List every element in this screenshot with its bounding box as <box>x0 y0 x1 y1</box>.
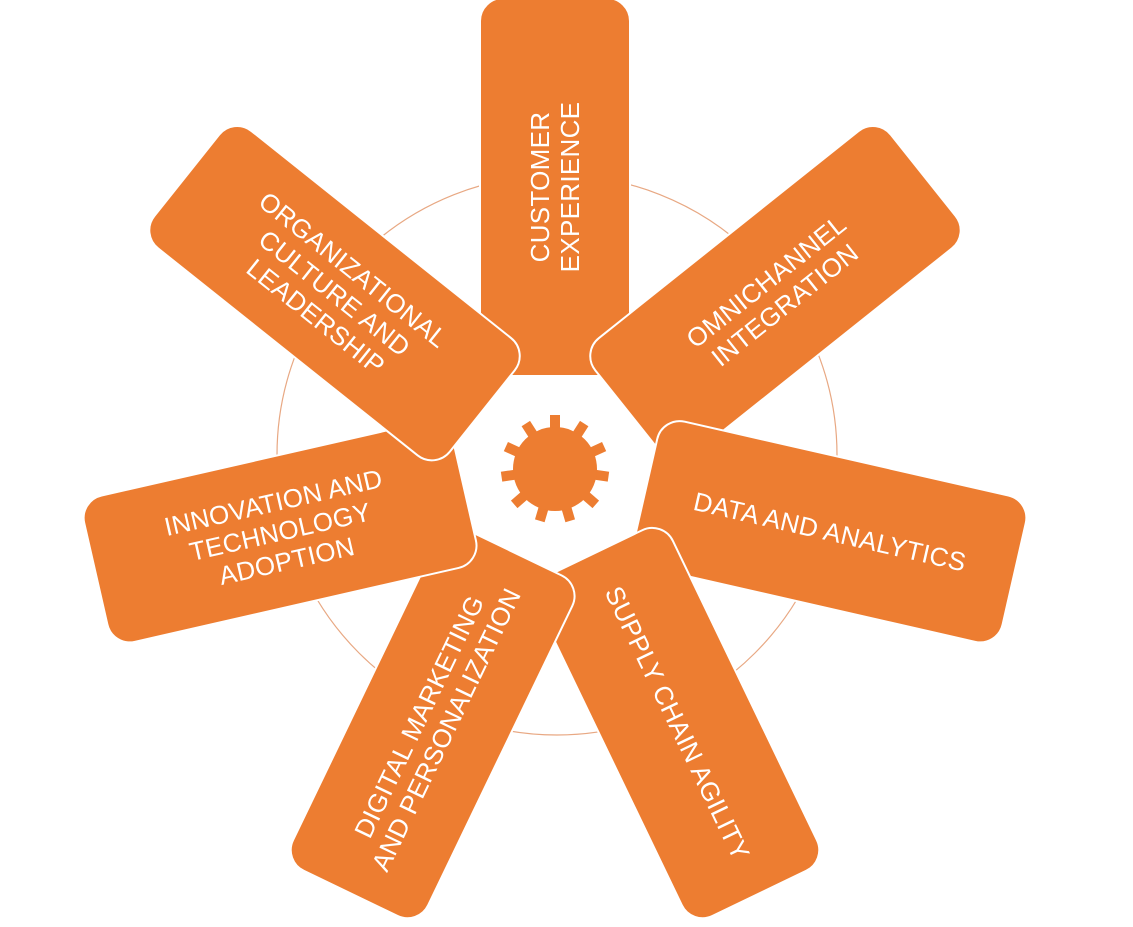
segment-customer-experience: CUSTOMER EXPERIENCE <box>479 0 631 377</box>
segment-label: CUSTOMER EXPERIENCE <box>525 101 585 273</box>
gear-tooth <box>550 415 560 435</box>
gear-icon <box>500 415 610 523</box>
segment-label: DATA AND ANALYTICS <box>690 486 970 578</box>
